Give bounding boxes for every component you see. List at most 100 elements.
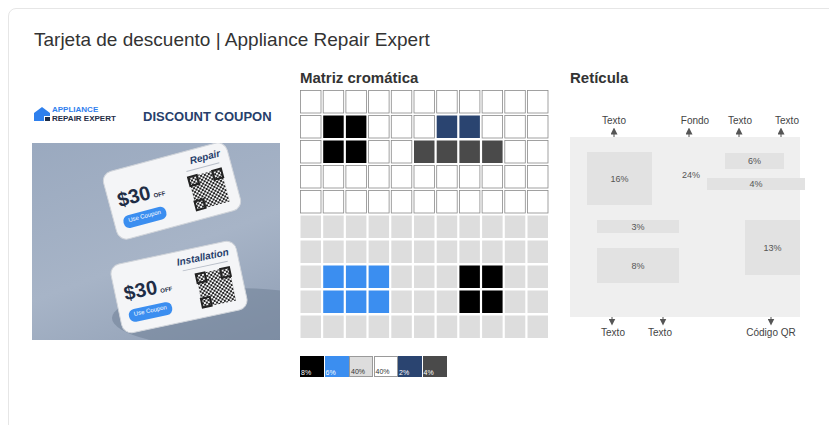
matrix-cell [505,291,526,314]
matrix-cell [505,141,526,164]
matrix-cell [346,116,367,139]
matrix-cell [459,191,480,214]
matrix-cell [323,191,344,214]
matrix-cell [482,91,503,114]
coupon-heading: DISCOUNT COUPON [143,110,272,125]
matrix-cell [391,241,412,264]
matrix-cell [437,266,458,289]
matrix-cell [482,166,503,189]
matrix-cell [301,116,322,139]
matrix-cell [369,266,390,289]
matrix-cell [459,166,480,189]
matrix-cell [391,91,412,114]
matrix-cell [505,241,526,264]
percentage-text: 4% [749,179,762,189]
matrix-cell [301,316,322,339]
matrix-cell [482,141,503,164]
matrix-cell [346,141,367,164]
percentage-text: 13% [763,243,781,253]
matrix-cell [482,291,503,314]
grid-callout: Texto [775,115,799,127]
matrix-cell [414,216,435,239]
matrix-cell [323,266,344,289]
matrix-cell [505,91,526,114]
matrix-cell [505,116,526,139]
matrix-cell [414,166,435,189]
matrix-cell [437,191,458,214]
matrix-cell [459,316,480,339]
logo-text: APPLIANCE [52,105,98,114]
matrix-cell [391,191,412,214]
matrix-cell [301,266,322,289]
percentage-text: 6% [748,156,761,166]
percentage-text: 24% [682,170,700,180]
matrix-cell [482,316,503,339]
matrix-cell [459,116,480,139]
matrix-cell [391,291,412,314]
matrix-cell [414,116,435,139]
matrix-cell [301,216,322,239]
legend-text: 40% [351,368,365,376]
matrix-cell [323,91,344,114]
section-heading: Matriz cromática [300,69,418,86]
matrix-cell [414,291,435,314]
matrix-cell [301,241,322,264]
matrix-cell [437,291,458,314]
percentage-text: 3% [631,222,644,232]
matrix-cell [369,91,390,114]
matrix-cell [414,266,435,289]
matrix-cell [323,141,344,164]
matrix-cell [369,191,390,214]
matrix-cell [323,116,344,139]
matrix-cell [391,216,412,239]
matrix-cell [459,241,480,264]
matrix-cell [459,266,480,289]
text-block: 8% [597,248,679,283]
matrix-cell [528,266,549,289]
legend-text: 4% [424,369,434,377]
matrix-cell [482,191,503,214]
section-heading: Retícula [570,69,628,86]
matrix-cell [505,166,526,189]
matrix-cell [414,191,435,214]
matrix-cell [528,116,549,139]
grid-callout: Texto [648,327,672,339]
matrix-cell [323,166,344,189]
matrix-cell [391,266,412,289]
matrix-cell [414,241,435,264]
matrix-cell [505,191,526,214]
matrix-cell [301,166,322,189]
legend-swatch: 8% [300,356,324,377]
percentage-text: 8% [631,261,644,271]
grid-callout: Código QR [746,327,795,339]
matrix-cell [437,241,458,264]
matrix-cell [528,316,549,339]
matrix-cell [437,91,458,114]
grid-callout: Fondo [681,115,709,127]
matrix-cell [414,91,435,114]
matrix-cell [346,216,367,239]
matrix-cell [437,216,458,239]
matrix-cell [301,141,322,164]
legend-text: 6% [326,369,336,377]
matrix-cell [528,241,549,264]
matrix-cell [505,316,526,339]
matrix-cell [346,191,367,214]
legend-swatch: 40% [349,356,373,377]
qr-block: 13% [745,220,800,275]
matrix-cell [301,91,322,114]
matrix-cell [391,166,412,189]
logo-icon [34,107,50,121]
matrix-cell [459,141,480,164]
matrix-cell [369,216,390,239]
matrix-cell [323,241,344,264]
background-area: 24%16%6%4%3%8%13% [570,137,800,317]
legend-swatch: 4% [423,356,447,377]
matrix-cell [437,316,458,339]
matrix-cell [391,116,412,139]
matrix-cell [369,166,390,189]
grid-callout: Texto [601,327,625,339]
matrix-cell [346,166,367,189]
matrix-cell [437,116,458,139]
